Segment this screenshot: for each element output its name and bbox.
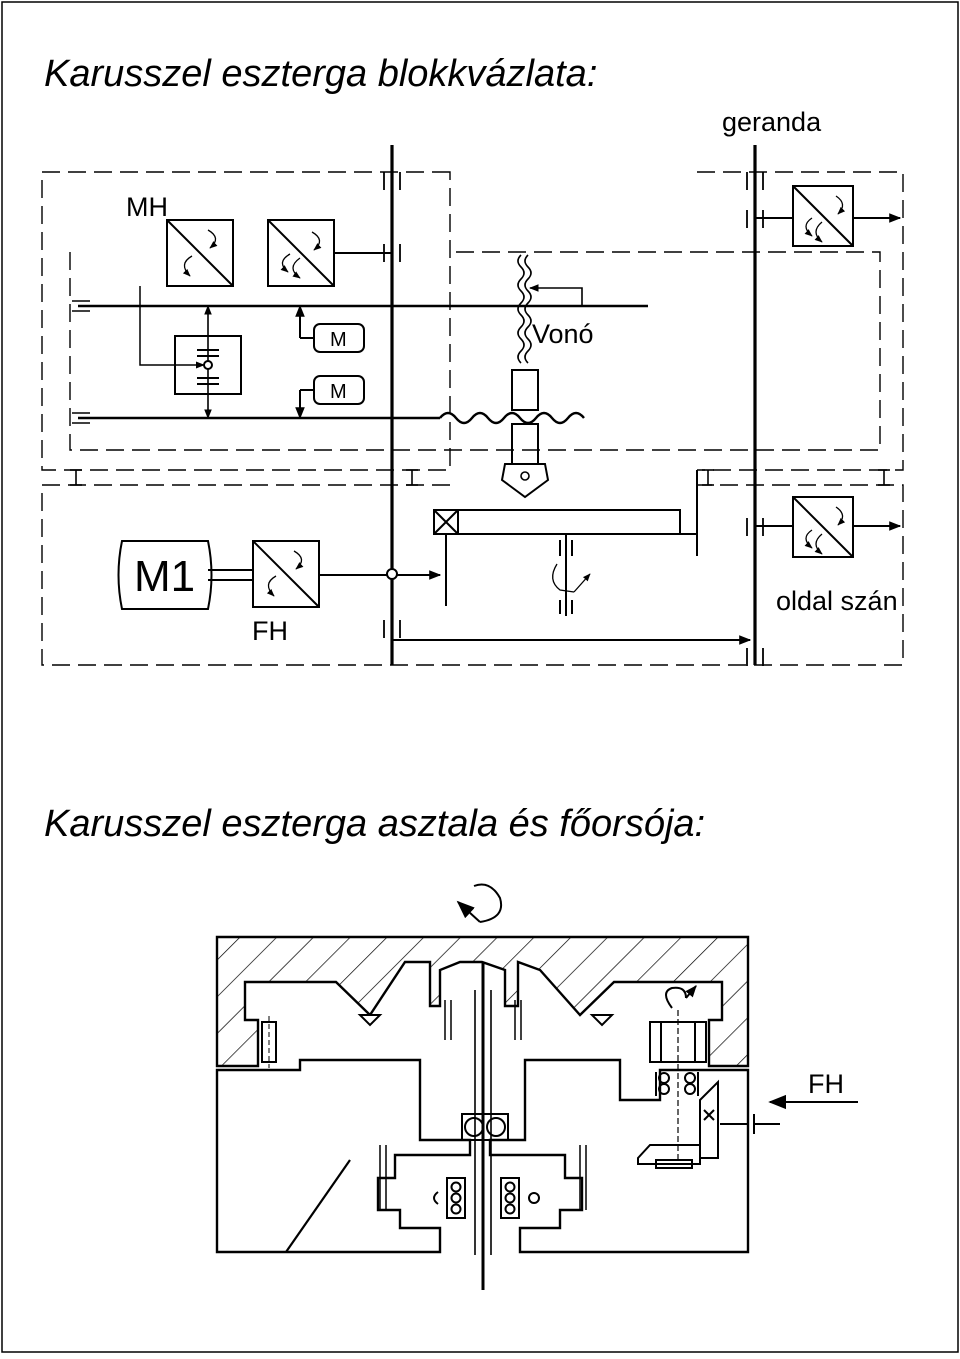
mh-gearbox-2 [267, 219, 335, 287]
label-fh: FH [252, 616, 288, 646]
base-housing [215, 1058, 750, 1254]
mh-gearbox-1 [166, 219, 234, 287]
label-geranda: geranda [722, 107, 822, 137]
spindle-axis-ticks [379, 1000, 587, 1210]
base-housing-slope [285, 1159, 351, 1253]
main-motor-m1 [117, 540, 253, 610]
ring-gear-drive [637, 985, 780, 1169]
motor-lower [295, 375, 365, 420]
table-notches [357, 1014, 615, 1027]
label-vono: Vonó [532, 319, 594, 349]
label-oldal-szan: oldal szán [776, 586, 898, 616]
vono-ram [500, 254, 583, 499]
table-block [433, 470, 698, 616]
motor-lower-label: M [330, 381, 347, 403]
bolt-left [261, 1016, 277, 1068]
housing-ticks [70, 469, 890, 486]
block-diagram-title: Karusszel eszterga blokkvázlata: [44, 53, 597, 95]
feed-shafts [78, 304, 648, 425]
shaft-end-marks [72, 300, 90, 424]
dashed-housings [41, 171, 904, 666]
label-mh: MH [126, 192, 168, 222]
table-rotation-arrow [456, 883, 502, 923]
motor-upper [295, 304, 365, 353]
fh-gearbox [252, 540, 752, 645]
table-fh-label: FH [808, 1069, 844, 1099]
spindle-bearings [433, 1113, 540, 1219]
table-section-title: Karusszel eszterga asztala és főorsója: [44, 803, 705, 845]
main-motor-m1-label: M1 [134, 552, 195, 601]
oldal-szan-gearbox [755, 496, 902, 558]
geranda-gearbox [755, 185, 902, 247]
motor-upper-label: M [330, 329, 347, 351]
clutch-box [139, 286, 242, 419]
